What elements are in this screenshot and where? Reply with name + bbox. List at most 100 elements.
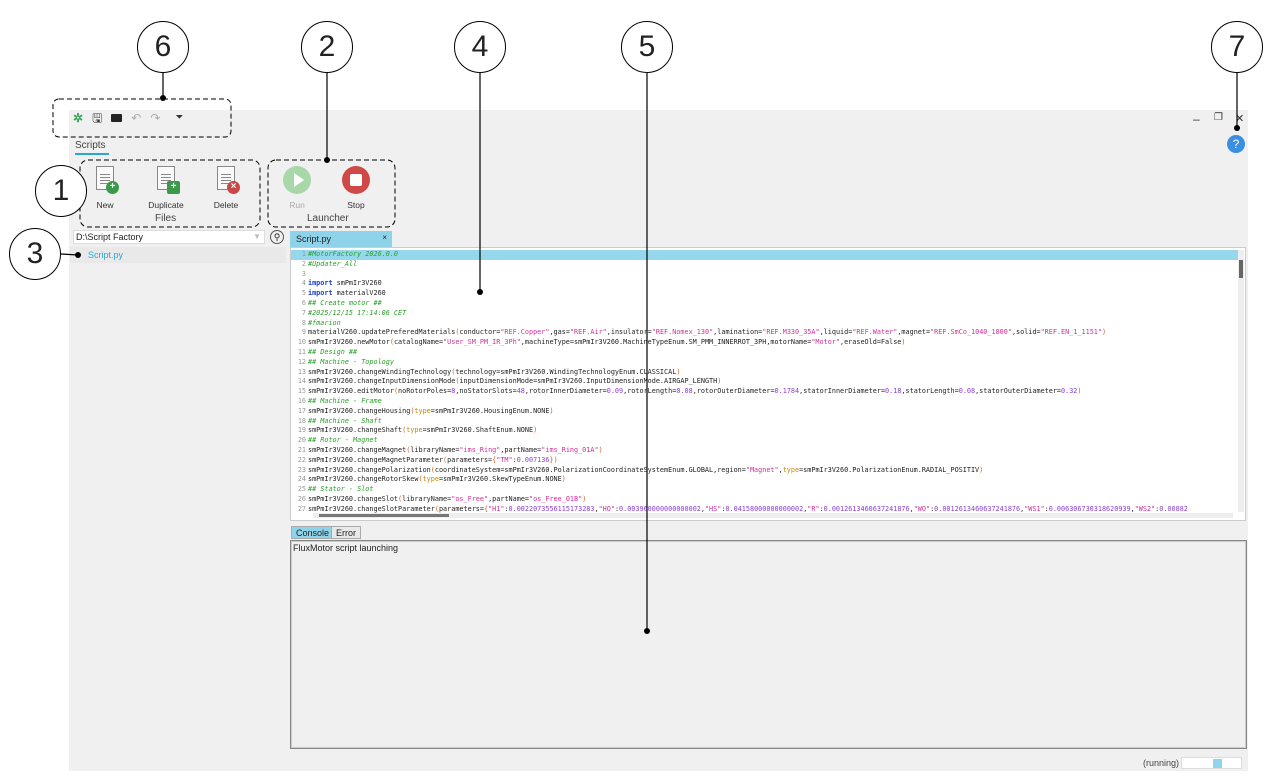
stop-label: Stop — [347, 200, 365, 210]
file-list — [70, 247, 286, 263]
line-number: 10 — [297, 338, 306, 347]
minimize-button[interactable]: – — [1193, 112, 1200, 126]
horizontal-scrollbar[interactable] — [313, 513, 1233, 518]
line-number: 16 — [297, 396, 306, 405]
tab-scripts[interactable]: Scripts — [75, 140, 109, 155]
line-number: 26 — [297, 494, 306, 503]
line-number: 2 — [301, 259, 306, 268]
tab-console[interactable]: Console — [291, 526, 335, 539]
run-button[interactable]: Run — [272, 166, 322, 210]
code-line: 7#2025/12/15 17:14:06 CET — [291, 309, 1239, 319]
delete-button[interactable]: × Delete — [201, 166, 251, 210]
callout-3: 3 — [9, 228, 61, 280]
close-button[interactable]: ✕ — [1235, 113, 1245, 125]
redo-icon[interactable]: ↷ — [150, 111, 161, 125]
code-line: 12## Machine - Topology — [291, 358, 1239, 368]
editor-tab-label: Script.py — [296, 234, 332, 244]
camera-icon[interactable] — [111, 114, 123, 122]
callout-4: 4 — [454, 21, 506, 73]
stop-button[interactable]: Stop — [331, 166, 381, 210]
status-text: (running) — [1143, 758, 1180, 768]
duplicate-button[interactable]: + Duplicate — [141, 166, 191, 210]
line-number: 7 — [301, 308, 306, 317]
line-number: 15 — [297, 387, 306, 396]
folder-path: D:\Script Factory — [76, 232, 144, 242]
search-button[interactable]: ⚲ — [270, 230, 284, 244]
line-number: 6 — [301, 298, 306, 307]
line-number: 23 — [297, 465, 306, 474]
stop-icon — [342, 166, 370, 194]
restore-button[interactable]: ❐ — [1214, 112, 1223, 123]
duplicate-label: Duplicate — [148, 200, 184, 210]
code-line: 8#fmarion — [291, 319, 1239, 329]
line-number: 13 — [297, 367, 306, 376]
app-logo-icon[interactable]: ✲ — [73, 111, 84, 125]
line-number: 17 — [297, 406, 306, 415]
duplicate-script-icon: + — [152, 166, 180, 194]
callout-2: 2 — [301, 21, 353, 73]
line-number: 22 — [297, 455, 306, 464]
line-number: 25 — [297, 485, 306, 494]
quick-access-toolbar: ✲ 🖫 ↶ ↷ ⏷ — [73, 111, 192, 125]
console-text: FluxMotor script launching — [293, 543, 399, 553]
code-line: 25## Stator - Slot — [291, 485, 1239, 495]
callout-6: 6 — [137, 21, 189, 73]
code-line: 16## Machine - Frame — [291, 397, 1239, 407]
code-line: 6## Create motor ## — [291, 299, 1239, 309]
new-button[interactable]: + New — [80, 166, 130, 210]
callout-1: 1 — [35, 165, 87, 217]
code-line: 20## Rotor - Magnet — [291, 436, 1239, 446]
line-number: 24 — [297, 475, 306, 484]
file-item[interactable]: Script.py — [88, 250, 124, 260]
dropdown-icon[interactable]: ⏷ — [175, 112, 184, 123]
line-number: 12 — [297, 357, 306, 366]
new-label: New — [96, 200, 114, 210]
code-line: 2#Updater_All — [291, 260, 1239, 270]
line-number: 8 — [301, 318, 306, 327]
folder-path-select[interactable]: D:\Script Factory ▼ — [73, 230, 265, 244]
chevron-down-icon: ▼ — [253, 232, 261, 241]
code-line: 11## Design ## — [291, 348, 1239, 358]
undo-icon[interactable]: ↶ — [131, 111, 142, 125]
line-number: 14 — [297, 377, 306, 386]
line-number: 9 — [301, 328, 306, 337]
tab-error[interactable]: Error — [331, 526, 361, 539]
run-label: Run — [289, 200, 305, 210]
launcher-group-label: Launcher — [307, 213, 349, 224]
line-number: 21 — [297, 445, 306, 454]
vertical-scrollbar[interactable] — [1238, 250, 1244, 512]
line-number: 1 — [301, 250, 306, 258]
line-number: 19 — [297, 426, 306, 435]
new-script-icon: + — [91, 166, 119, 194]
play-icon — [283, 166, 311, 194]
progress-indicator — [1181, 757, 1242, 769]
help-button[interactable]: ? — [1227, 135, 1245, 153]
save-icon[interactable]: 🖫 — [92, 111, 103, 125]
line-number: 3 — [301, 269, 306, 278]
files-group-label: Files — [155, 213, 177, 224]
line-number: 18 — [297, 416, 306, 425]
console-output: FluxMotor script launching — [290, 540, 1247, 749]
line-number: 27 — [297, 504, 306, 513]
editor-tab-script[interactable]: Script.py × — [290, 231, 392, 247]
line-number: 4 — [301, 279, 306, 288]
callout-5: 5 — [621, 21, 673, 73]
delete-label: Delete — [213, 200, 239, 210]
close-tab-icon[interactable]: × — [382, 233, 387, 242]
code-line: 18## Machine - Shaft — [291, 417, 1239, 427]
code-line: 3 — [291, 270, 1239, 280]
